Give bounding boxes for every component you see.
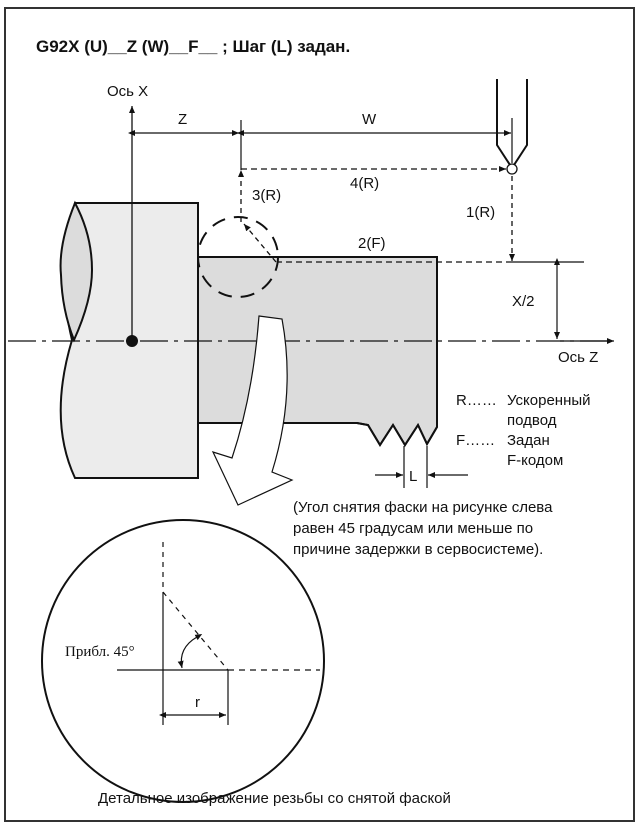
figure-frame xyxy=(4,7,635,822)
chuck-face xyxy=(59,200,94,343)
path-step-3-label: 3(R) xyxy=(252,187,281,204)
z-axis-label: Ось Z xyxy=(558,349,598,366)
thread-teeth xyxy=(356,422,438,447)
origin-point xyxy=(126,335,138,347)
figure-title: G92X (U)__Z (W)__F__ ; Шаг (L) задан. xyxy=(36,37,350,56)
detail-caption: Детальное изображение резьбы со снятой ф… xyxy=(98,790,451,807)
w-dimension-label: W xyxy=(362,111,377,128)
legend-f-text-2: F-кодом xyxy=(507,452,563,469)
legend-f-key: F…… xyxy=(456,432,495,449)
angle-label: Прибл. 45° xyxy=(65,644,135,660)
tool-start-point xyxy=(506,163,518,175)
z-dimension-label: Z xyxy=(178,111,187,128)
legend-r-text: Ускоренный xyxy=(507,392,591,409)
path-step-1-label: 1(R) xyxy=(466,204,495,221)
legend-f-text: Задан xyxy=(507,432,550,449)
x-axis-label: Ось X xyxy=(107,83,148,100)
note-line-2: равен 45 градусам или меньше по xyxy=(293,520,533,537)
detail-callout-arrow xyxy=(211,315,294,506)
detail-view-circle xyxy=(41,519,325,803)
workpiece xyxy=(197,256,438,447)
legend-r-text-2: подвод xyxy=(507,412,557,429)
note-line-3: причине задержки в сервосистеме). xyxy=(293,541,543,558)
path-step-4-label: 4(R) xyxy=(350,175,379,192)
path-step-2-label: 2(F) xyxy=(358,235,386,252)
x-half-label: X/2 xyxy=(512,293,535,310)
legend-r-key: R…… xyxy=(456,392,497,409)
angle-arc xyxy=(177,633,203,669)
chamfer-detail-circle xyxy=(197,216,279,298)
note-line-1: (Угол снятия фаски на рисунке слева xyxy=(293,499,553,516)
detail-chamfer-dashed xyxy=(162,591,229,671)
r-dimension-label: r xyxy=(195,694,200,711)
pitch-label: L xyxy=(409,468,417,485)
